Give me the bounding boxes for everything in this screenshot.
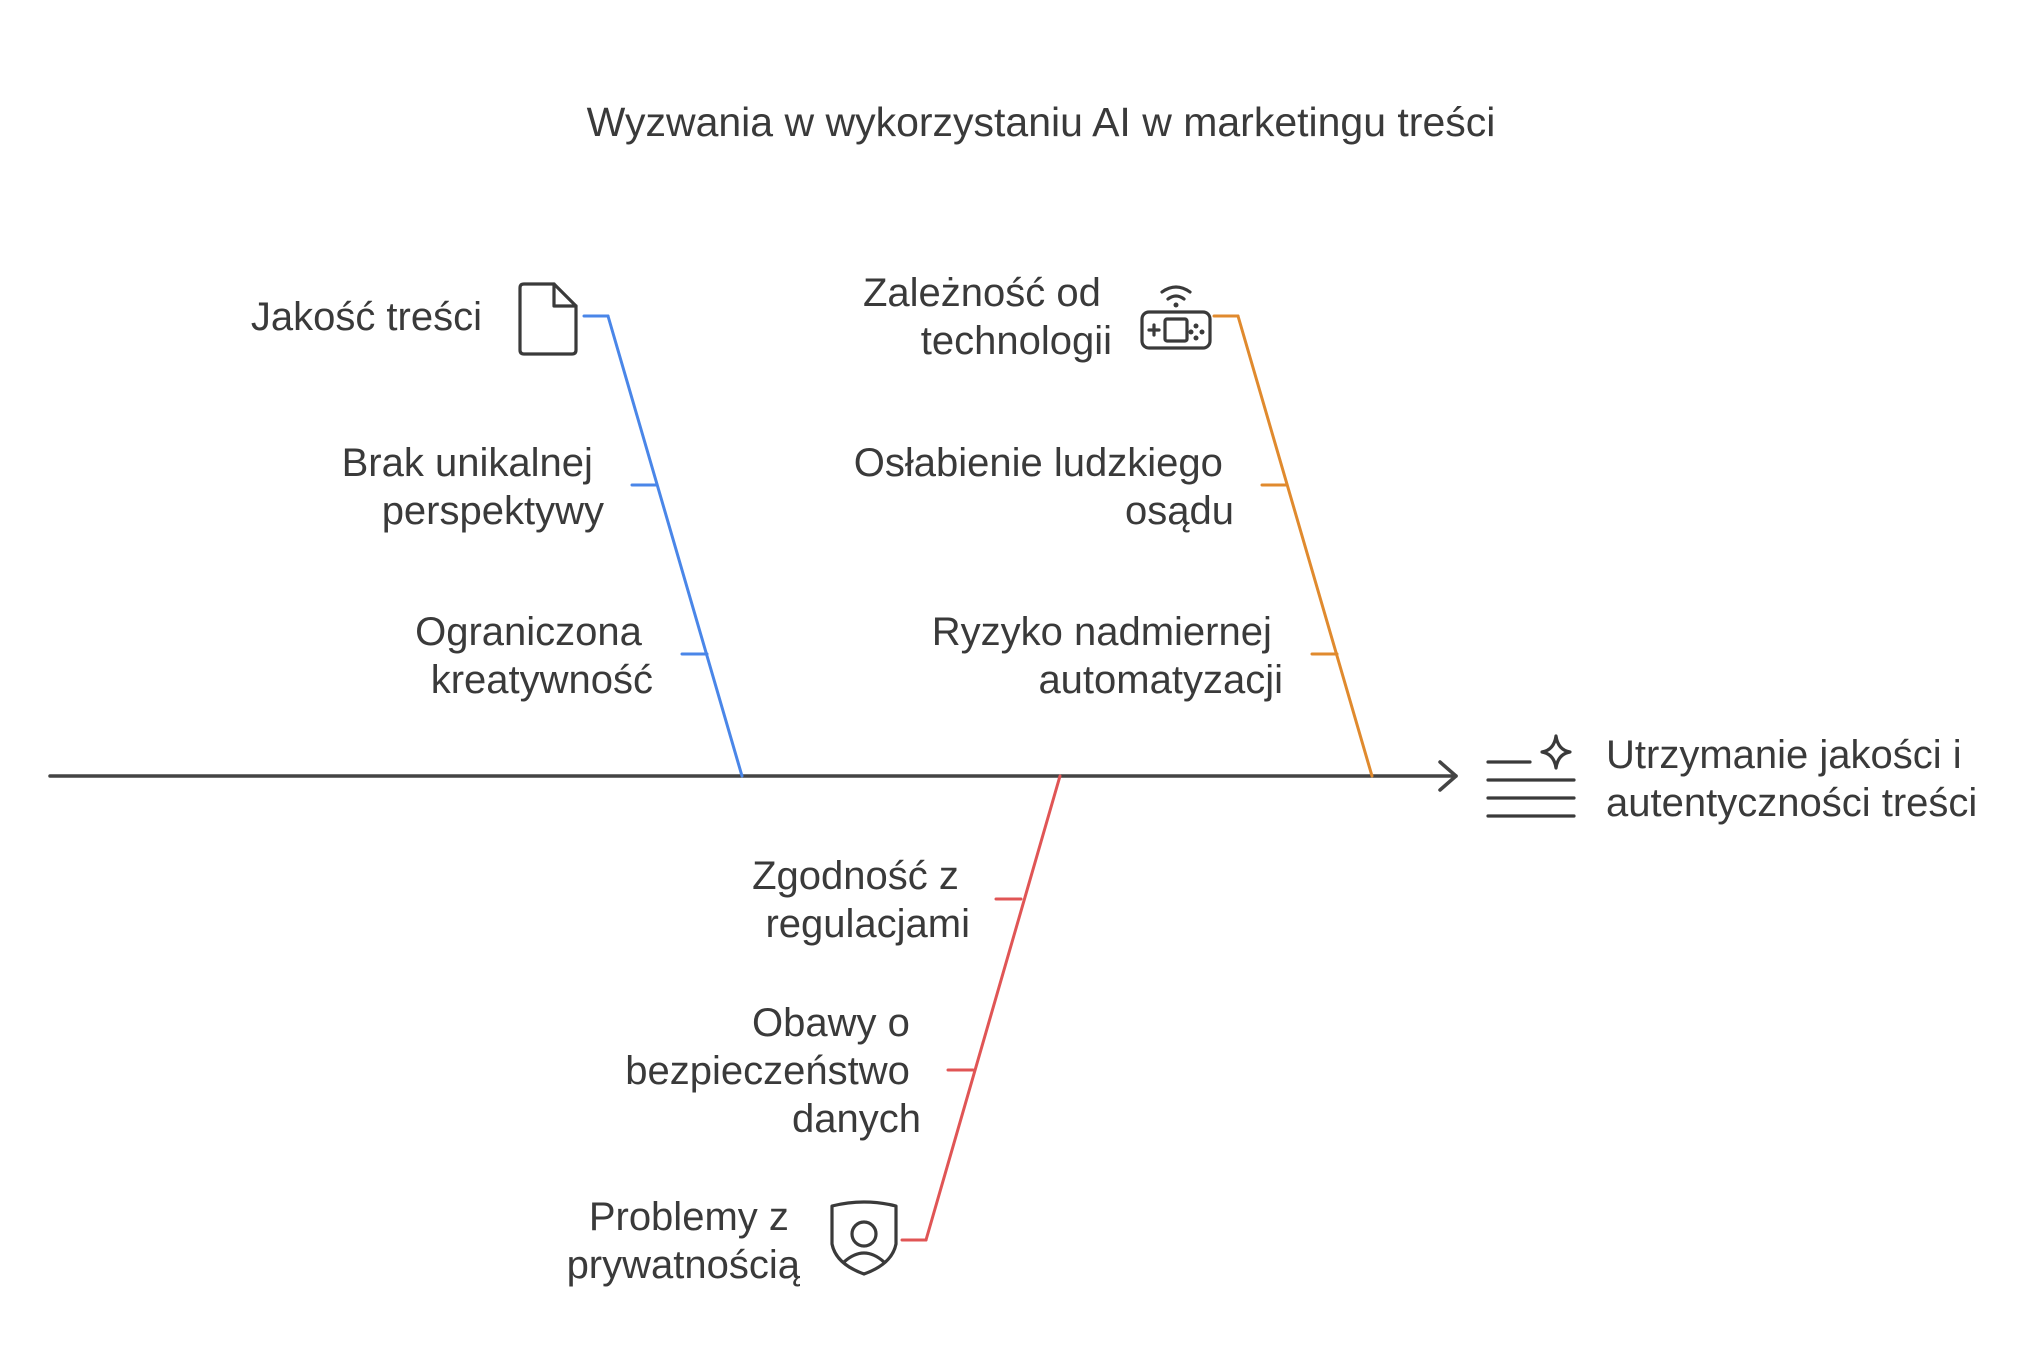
branch-technology-bone — [1236, 314, 1374, 778]
cause-label-zaleznosc-od-technologii: Zależność od technologii — [863, 271, 1112, 363]
branch-quality: Jakość treści Brak unikalnej perspektywy… — [251, 282, 744, 778]
cause-label-obawy-o-bezpieczenstwo-danych: Obawy o bezpieczeństwo danych — [625, 1001, 921, 1141]
game-console-wifi-icon — [1140, 285, 1212, 350]
cause-label-zgodnosc-z-regulacjami: Zgodność z regulacjami — [752, 854, 970, 946]
cause-label-ograniczona-kreatywnosc: Ograniczona kreatywność — [415, 610, 653, 702]
branch-quality-bone — [606, 314, 744, 778]
branch-technology: Zależność od technologii Osłabienie ludz… — [854, 271, 1374, 778]
cause-label-ryzyko-nadmiernej-automatyzacji: Ryzyko nadmiernej automatyzacji — [932, 610, 1283, 702]
cause-label-oslabienie-ludzkiego-osadu: Osłabienie ludzkiego osądu — [854, 441, 1234, 533]
branch-privacy: Zgodność z regulacjami Obawy o bezpiecze… — [567, 774, 1062, 1287]
spine — [48, 760, 1458, 792]
document-icon — [518, 282, 578, 356]
effect-head: Utrzymanie jakości i autentyczności treś… — [1486, 733, 1977, 825]
cause-label-jakosc-tresci: Jakość treści — [251, 295, 482, 339]
sparkle-text-icon — [1486, 734, 1576, 818]
user-shield-icon — [830, 1200, 898, 1276]
cause-label-brak-unikalnej-perspektywy: Brak unikalnej perspektywy — [342, 441, 604, 533]
effect-label: Utrzymanie jakości i autentyczności treś… — [1606, 733, 1977, 825]
branch-privacy-bone — [924, 774, 1062, 1242]
diagram-title: Wyzwania w wykorzystaniu AI w marketingu… — [587, 99, 1496, 145]
cause-label-problemy-z-prywatnoscia: Problemy z prywatnością — [567, 1195, 801, 1287]
